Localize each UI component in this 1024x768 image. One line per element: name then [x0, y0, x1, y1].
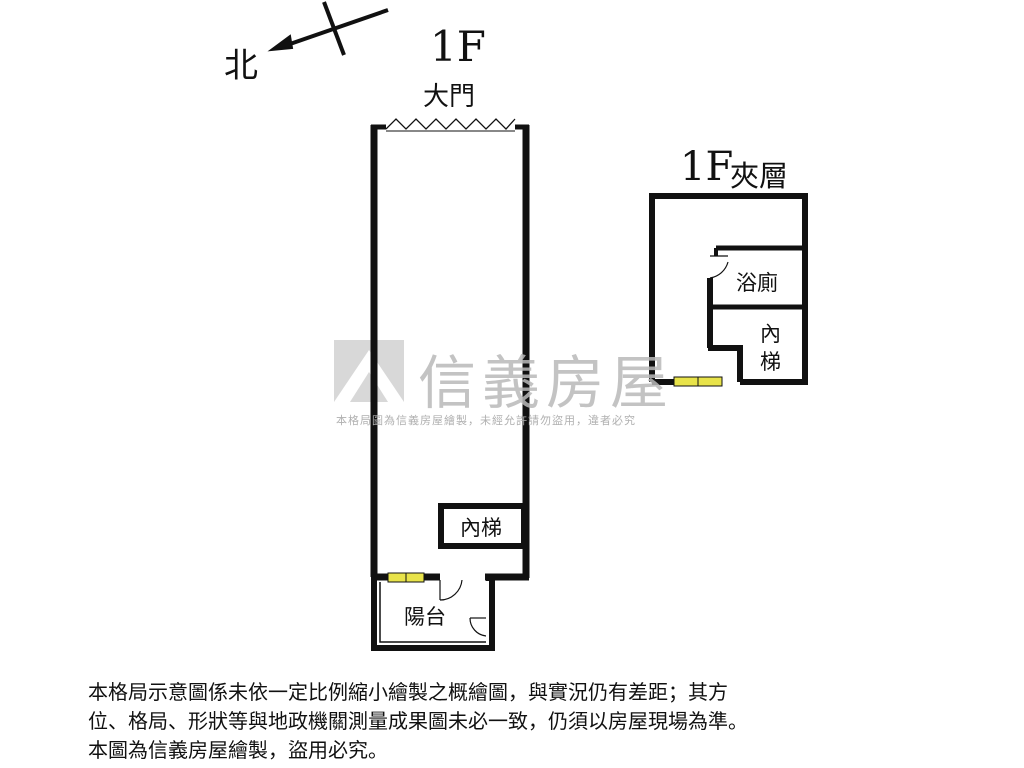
door-swing-icon	[439, 579, 487, 637]
disclaimer-line-1: 本格局示意圖係未依一定比例縮小繪製之概繪圖，與實況仍有差距；其方	[88, 680, 728, 704]
mezzanine-stair-label-1: 內	[760, 322, 781, 346]
floor1-walls	[370, 124, 530, 651]
floor1-title: 1F	[430, 22, 486, 71]
north-arrow-icon	[267, 1, 389, 56]
watermark-logo-icon	[334, 340, 404, 402]
disclaimer-note: 本格局示意圖係未依一定比例縮小繪製之概繪圖，與實況仍有差距；其方 位、格局、形狀…	[88, 678, 968, 765]
floor1-stair-label: 內梯	[460, 516, 502, 540]
bath-label: 浴廁	[736, 271, 778, 295]
balcony-window-icon	[387, 572, 425, 583]
mezzanine-stair-label-2: 梯	[760, 350, 781, 374]
compass-label: 北	[224, 46, 258, 86]
bath-door-icon	[709, 255, 729, 279]
mezzanine-title: 1F	[680, 144, 734, 190]
disclaimer-line-2: 位、格局、形狀等與地政機關測量成果圖未必一致，仍須以房屋現場為準。	[88, 709, 748, 733]
mezzanine-walls	[649, 193, 808, 385]
disclaimer-line-3: 本圖為信義房屋繪製，盜用必究。	[88, 738, 388, 762]
watermark-notice: 本格局圖為信義房屋繪製，未經允許請勿盜用，違者必究	[336, 414, 636, 427]
balcony-label: 陽台	[404, 605, 446, 629]
watermark-brand: 信義房屋	[418, 349, 675, 417]
mezzanine-title-suffix: 夾層	[730, 159, 789, 193]
mezzanine-window-icon	[673, 376, 723, 387]
entrance-label: 大門	[423, 82, 476, 112]
main-door-icon	[385, 118, 516, 130]
